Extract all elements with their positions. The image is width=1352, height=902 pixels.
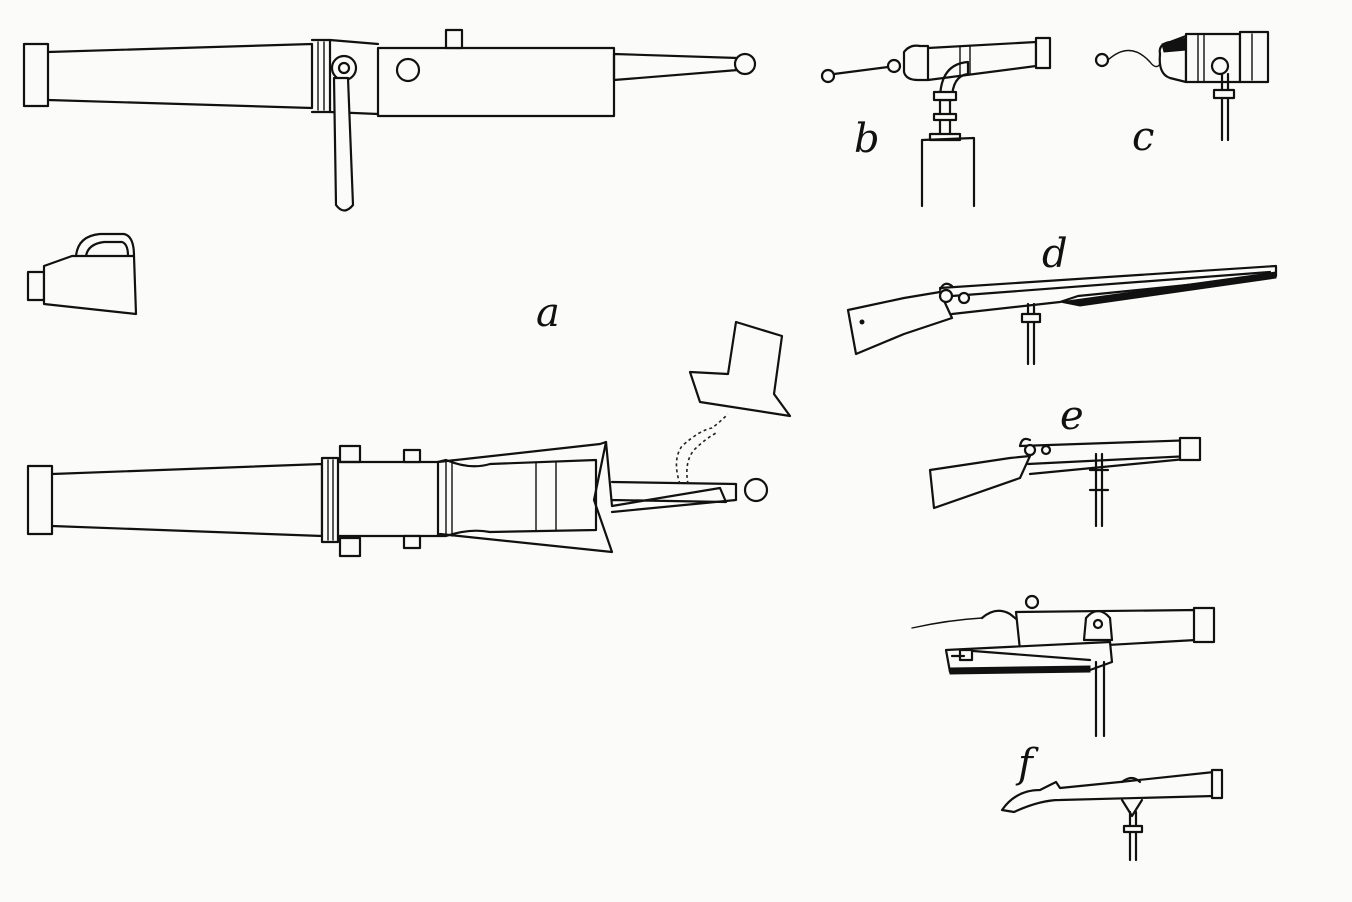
label-f: f (1018, 741, 1033, 787)
detached-chamber (26, 232, 138, 316)
label-c: c (1132, 114, 1155, 160)
short-wall-gun (928, 436, 1202, 528)
small-swivel-gun (1000, 768, 1224, 862)
label-e: e (1060, 393, 1084, 439)
swivel-gun-top-view (26, 320, 792, 558)
swivel-gun-on-post (820, 36, 1052, 208)
swivel-gun-side-view (22, 28, 757, 212)
label-a: a (536, 290, 560, 336)
gun-on-trestle (911, 594, 1216, 738)
label-d: d (1042, 231, 1068, 277)
label-b: b (854, 116, 880, 162)
wall-gun-with-stock (846, 264, 1278, 366)
swivel-gun-end-view (1094, 30, 1270, 142)
